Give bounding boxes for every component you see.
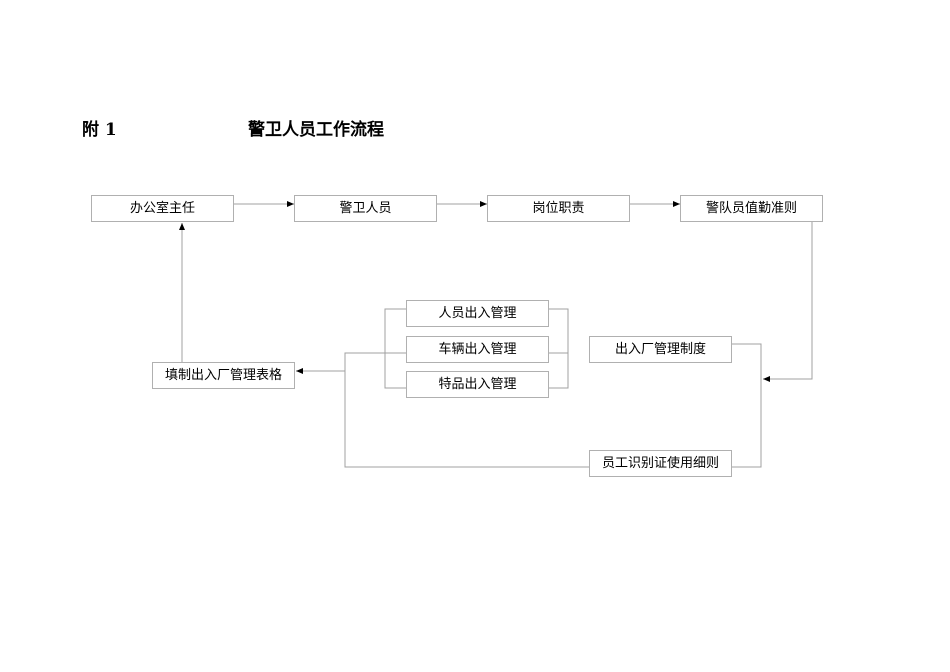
node-personnel: 人员出入管理 [406, 300, 549, 327]
node-badge: 员工识别证使用细则 [589, 450, 732, 477]
node-duties: 岗位职责 [487, 195, 630, 222]
node-rules: 警队员值勤准则 [680, 195, 823, 222]
node-director: 办公室主任 [91, 195, 234, 222]
appendix-label: 附 1 [82, 120, 117, 140]
node-system: 出入厂管理制度 [589, 336, 732, 363]
node-goods: 特品出入管理 [406, 371, 549, 398]
arrow-rules-system [763, 222, 813, 382]
bracket-right [549, 308, 569, 389]
connector-system-badge [732, 343, 762, 468]
connector-badge-group [344, 352, 589, 468]
page-title: 警卫人员工作流程 [248, 120, 384, 140]
bracket-left [384, 308, 406, 389]
node-guard: 警卫人员 [294, 195, 437, 222]
node-form: 填制出入厂管理表格 [152, 362, 295, 389]
node-vehicle: 车辆出入管理 [406, 336, 549, 363]
